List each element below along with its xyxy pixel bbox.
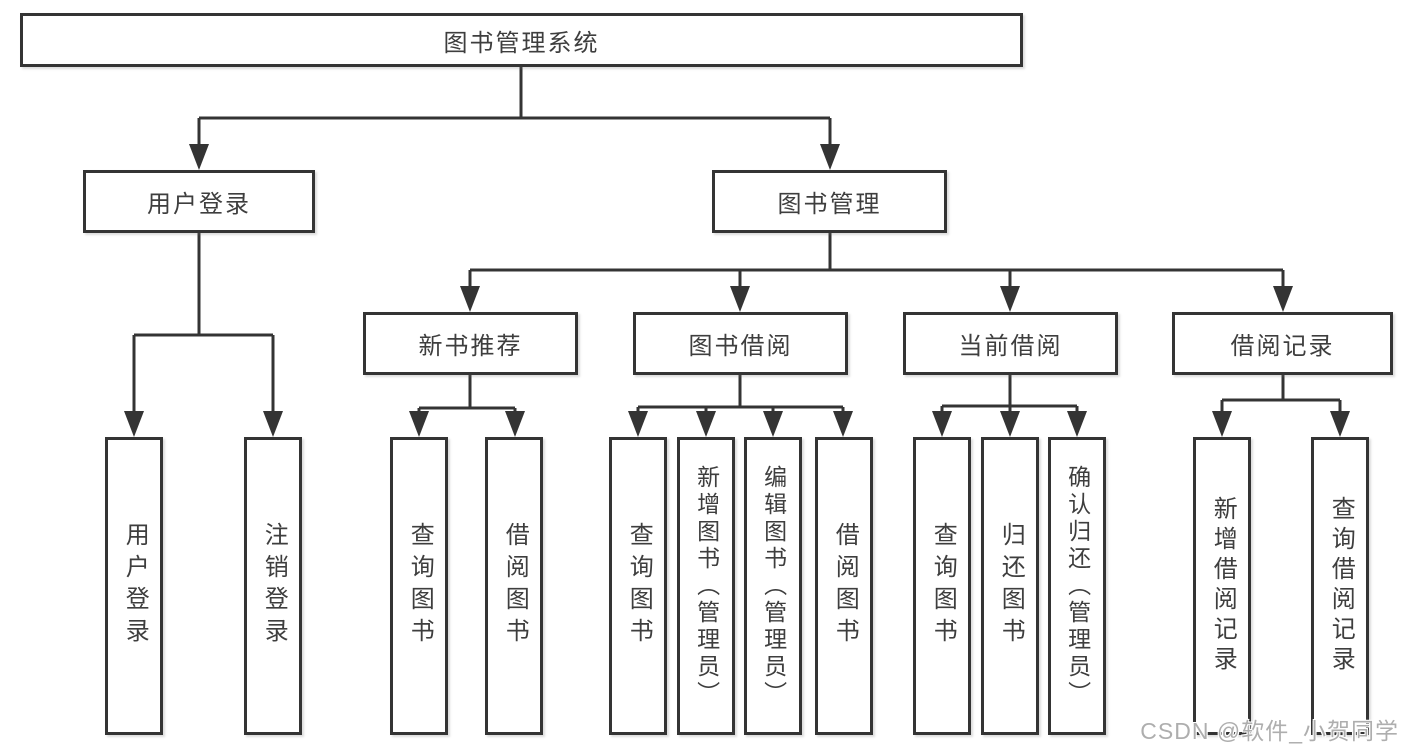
node-label: 新增借阅记录 <box>1209 496 1237 676</box>
leaf-return-books: 归还图书 <box>981 437 1039 735</box>
leaf-add-books-admin: 新增图书（管理员） <box>677 437 735 735</box>
leaf-borrow-books: 借阅图书 <box>815 437 873 735</box>
node-label: 图书借阅 <box>688 333 793 360</box>
node-new-book-recommend: 新书推荐 <box>363 312 578 375</box>
node-label: 图书管理 <box>777 191 882 218</box>
node-label: 查询图书 <box>625 522 653 650</box>
node-label: 用户登录 <box>147 191 251 218</box>
node-label: 新书推荐 <box>418 333 523 360</box>
leaf-add-borrow-record: 新增借阅记录 <box>1193 437 1251 735</box>
node-label: 借阅图书 <box>831 522 859 650</box>
node-label: 借阅图书 <box>501 522 529 650</box>
leaf-query-borrow-record: 查询借阅记录 <box>1311 437 1369 735</box>
node-user-login: 用户登录 <box>83 170 315 233</box>
leaf-query-books-borrow: 查询图书 <box>609 437 667 735</box>
node-label: 查询借阅记录 <box>1327 496 1355 676</box>
node-root: 图书管理系统 <box>20 13 1023 67</box>
node-current-borrow: 当前借阅 <box>903 312 1118 375</box>
node-label: 图书管理系统 <box>443 29 600 57</box>
node-label: 归还图书 <box>997 522 1025 650</box>
node-book-management: 图书管理 <box>712 170 947 233</box>
node-label: 新增图书（管理员） <box>693 464 720 708</box>
node-label: 用户登录 <box>121 522 149 650</box>
node-label: 借阅记录 <box>1230 333 1335 360</box>
node-label: 当前借阅 <box>958 333 1063 360</box>
leaf-query-books-current: 查询图书 <box>913 437 971 735</box>
csdn-watermark: CSDN @软件_小贺同学 <box>1140 718 1399 744</box>
tree-edges <box>132 67 1342 411</box>
leaf-edit-books-admin: 编辑图书（管理员） <box>744 437 802 735</box>
node-borrow-records: 借阅记录 <box>1172 312 1393 375</box>
node-label: 查询图书 <box>406 522 434 650</box>
leaf-logout: 注销登录 <box>244 437 302 735</box>
leaf-borrow-books-recommend: 借阅图书 <box>485 437 543 735</box>
leaf-user-login: 用户登录 <box>105 437 163 735</box>
node-label: 编辑图书（管理员） <box>760 464 787 708</box>
node-label: 注销登录 <box>260 522 288 650</box>
leaf-query-books-recommend: 查询图书 <box>390 437 448 735</box>
node-label: 查询图书 <box>929 522 957 650</box>
node-label: 确认归还（管理员） <box>1064 464 1091 708</box>
node-book-borrow: 图书借阅 <box>633 312 848 375</box>
arrowheads <box>124 144 1350 437</box>
leaf-confirm-return-admin: 确认归还（管理员） <box>1048 437 1106 735</box>
